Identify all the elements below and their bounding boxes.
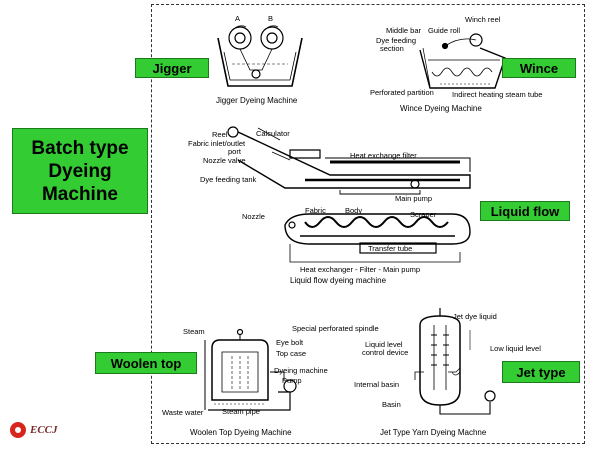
lf-transfer-tube: Transfer tube xyxy=(368,244,413,253)
lf-bottom-line: Heat exchanger - Filter - Main pump xyxy=(300,265,421,274)
wince-drawing xyxy=(419,33,506,89)
jet-internal-basin: Internal basin xyxy=(354,380,400,389)
wt-steam-pipe: Steam pipe xyxy=(222,407,260,416)
main-title-box: Batch type Dyeing Machine xyxy=(12,128,148,214)
wince-winch-reel: Winch reel xyxy=(465,15,501,24)
jigger-roll-b: B xyxy=(268,14,274,23)
liquid-flow-drawing xyxy=(284,213,471,263)
wince-dye-feeding-1: Dye feeding xyxy=(376,36,417,45)
wt-eye-bolt: Eye bolt xyxy=(276,338,304,347)
diagram-frame xyxy=(151,4,585,444)
woolen-caption: Woolen Top Dyeing Machine xyxy=(190,428,292,437)
cont-dye-feeding-tank: Dye feeding tank xyxy=(200,175,257,184)
wince-indirect-heating: Indirect heating steam tube xyxy=(452,90,543,99)
tag-liquid-flow: Liquid flow xyxy=(480,201,570,221)
lf-body: Body xyxy=(345,206,363,215)
cont-fabric-inlet-1: Fabric inlet/outlet xyxy=(188,139,246,148)
liquid-flow-caption: Liquid flow dyeing machine xyxy=(290,276,387,285)
jet-special-spindle: Special perforated spindle xyxy=(292,324,379,333)
cont-nozzle-valve: Nozzle valve xyxy=(203,156,246,165)
tag-jet-type: Jet type xyxy=(502,361,580,383)
jigger-caption: Jigger Dyeing Machine xyxy=(216,96,298,105)
jet-dye-liquid: Jet dye liquid xyxy=(453,312,497,321)
eccj-logo: ECCJ xyxy=(10,422,58,438)
tag-woolen-top: Woolen top xyxy=(95,352,197,374)
tag-jigger: Jigger xyxy=(135,58,209,78)
eccj-logo-icon xyxy=(10,422,26,438)
cont-fabric-inlet-2: port xyxy=(228,147,241,156)
main-title-line-2: Dyeing xyxy=(48,160,112,182)
wt-dyeing-machine: Dyeing machine xyxy=(274,366,328,375)
cont-calculator: Calculator xyxy=(256,129,290,138)
jet-liquid-level-1: Liquid level xyxy=(365,340,403,349)
wince-perforated-partition: Perforated partition xyxy=(370,88,434,97)
wt-pump: Pump xyxy=(282,376,302,385)
wince-middle-bar: Middle bar xyxy=(386,26,422,35)
cont-main-pump: Main pump xyxy=(395,194,433,203)
jet-low-liquid-level: Low liquid level xyxy=(490,344,541,353)
eccj-logo-text: ECCJ xyxy=(30,424,58,436)
main-title-line-1: Batch type xyxy=(31,137,129,159)
tag-wince: Wince xyxy=(502,58,576,78)
wince-guide-roll: Guide roll xyxy=(428,26,461,35)
wt-top-case: Top case xyxy=(276,349,307,358)
lf-scraper: Scraper xyxy=(410,210,437,219)
lf-fabric: Fabric xyxy=(305,206,326,215)
overflow-machine-drawing xyxy=(227,126,471,195)
wt-steam: Steam xyxy=(183,327,205,336)
jet-caption: Jet Type Yarn Dyeing Machne xyxy=(380,428,487,437)
wince-caption: Wince Dyeing Machine xyxy=(400,104,482,113)
cont-heat-exchange-filter: Heat exchange filter xyxy=(350,151,417,160)
jet-basin: Basin xyxy=(382,400,401,409)
wince-dye-feeding-2: section xyxy=(380,44,404,53)
cont-reel: Reel xyxy=(212,130,228,139)
jet-liquid-level-2: control device xyxy=(362,348,409,357)
jet-type-drawing xyxy=(414,308,496,415)
lf-nozzle: Nozzle xyxy=(242,212,265,221)
woolen-top-drawing xyxy=(204,328,297,411)
jigger-roll-a: A xyxy=(235,14,241,23)
jigger-drawing xyxy=(217,25,303,87)
wt-waste-water: Waste water xyxy=(162,408,204,417)
main-title-line-3: Machine xyxy=(41,183,119,205)
